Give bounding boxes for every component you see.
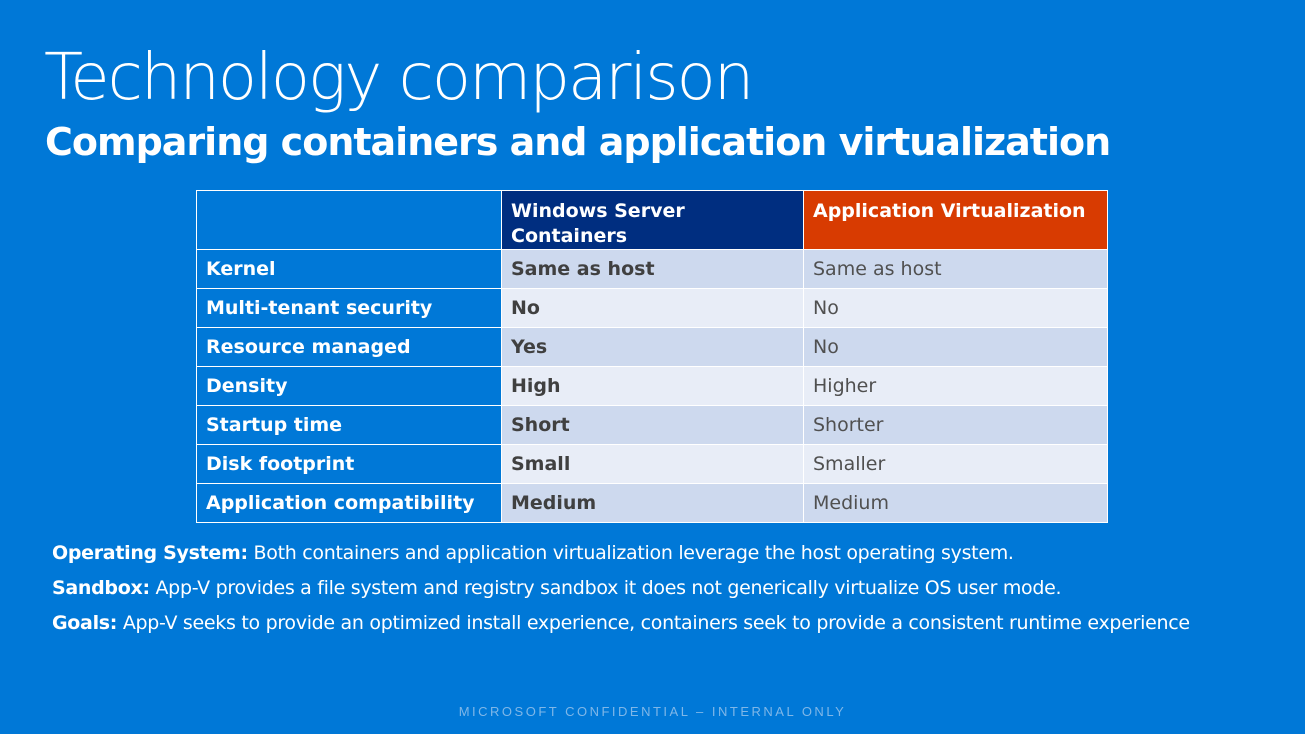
containers-value: Short [501, 405, 804, 445]
table-row: Startup time Short Shorter [196, 405, 1108, 445]
appv-value: Same as host [803, 249, 1108, 289]
table-row: Density High Higher [196, 366, 1108, 406]
header-blank-cell [196, 190, 502, 250]
confidential-footer: MICROSOFT CONFIDENTIAL – INTERNAL ONLY [458, 704, 847, 719]
table-row: Resource managed Yes No [196, 327, 1108, 367]
notes-section: Operating System: Both containers and ap… [52, 538, 1190, 643]
containers-value: Medium [501, 483, 804, 523]
row-label: Kernel [196, 249, 502, 289]
containers-value: Same as host [501, 249, 804, 289]
note-term: Goals: [52, 612, 118, 634]
row-label: Multi-tenant security [196, 288, 502, 328]
containers-value: Small [501, 444, 804, 484]
table-row: Kernel Same as host Same as host [196, 249, 1108, 289]
appv-value: Higher [803, 366, 1108, 406]
note-goals: Goals: App-V seeks to provide an optimiz… [52, 608, 1190, 643]
note-sandbox: Sandbox: App-V provides a file system an… [52, 573, 1190, 608]
table-row: Application compatibility Medium Medium [196, 483, 1108, 523]
row-label: Density [196, 366, 502, 406]
note-term: Sandbox: [52, 577, 150, 599]
note-text: Both containers and application virtuali… [247, 542, 1014, 564]
table-header-row: Windows Server Containers Application Vi… [196, 190, 1108, 250]
header-windows-server-containers: Windows Server Containers [501, 190, 804, 250]
slide-title: Technology comparison [44, 41, 754, 115]
containers-value: High [501, 366, 804, 406]
header-application-virtualization: Application Virtualization [803, 190, 1108, 250]
note-term: Operating System: [52, 542, 248, 564]
containers-value: No [501, 288, 804, 328]
note-text: App-V provides a file system and registr… [149, 577, 1062, 599]
note-operating-system: Operating System: Both containers and ap… [52, 538, 1190, 573]
appv-value: Smaller [803, 444, 1108, 484]
slide-subtitle: Comparing containers and application vir… [45, 120, 1111, 164]
row-label: Disk footprint [196, 444, 502, 484]
appv-value: Medium [803, 483, 1108, 523]
appv-value: No [803, 327, 1108, 367]
appv-value: No [803, 288, 1108, 328]
row-label: Resource managed [196, 327, 502, 367]
containers-value: Yes [501, 327, 804, 367]
table-row: Multi-tenant security No No [196, 288, 1108, 328]
row-label: Startup time [196, 405, 502, 445]
appv-value: Shorter [803, 405, 1108, 445]
comparison-table: Windows Server Containers Application Vi… [196, 190, 1108, 523]
table-row: Disk footprint Small Smaller [196, 444, 1108, 484]
note-text: App-V seeks to provide an optimized inst… [117, 612, 1190, 634]
row-label: Application compatibility [196, 483, 502, 523]
